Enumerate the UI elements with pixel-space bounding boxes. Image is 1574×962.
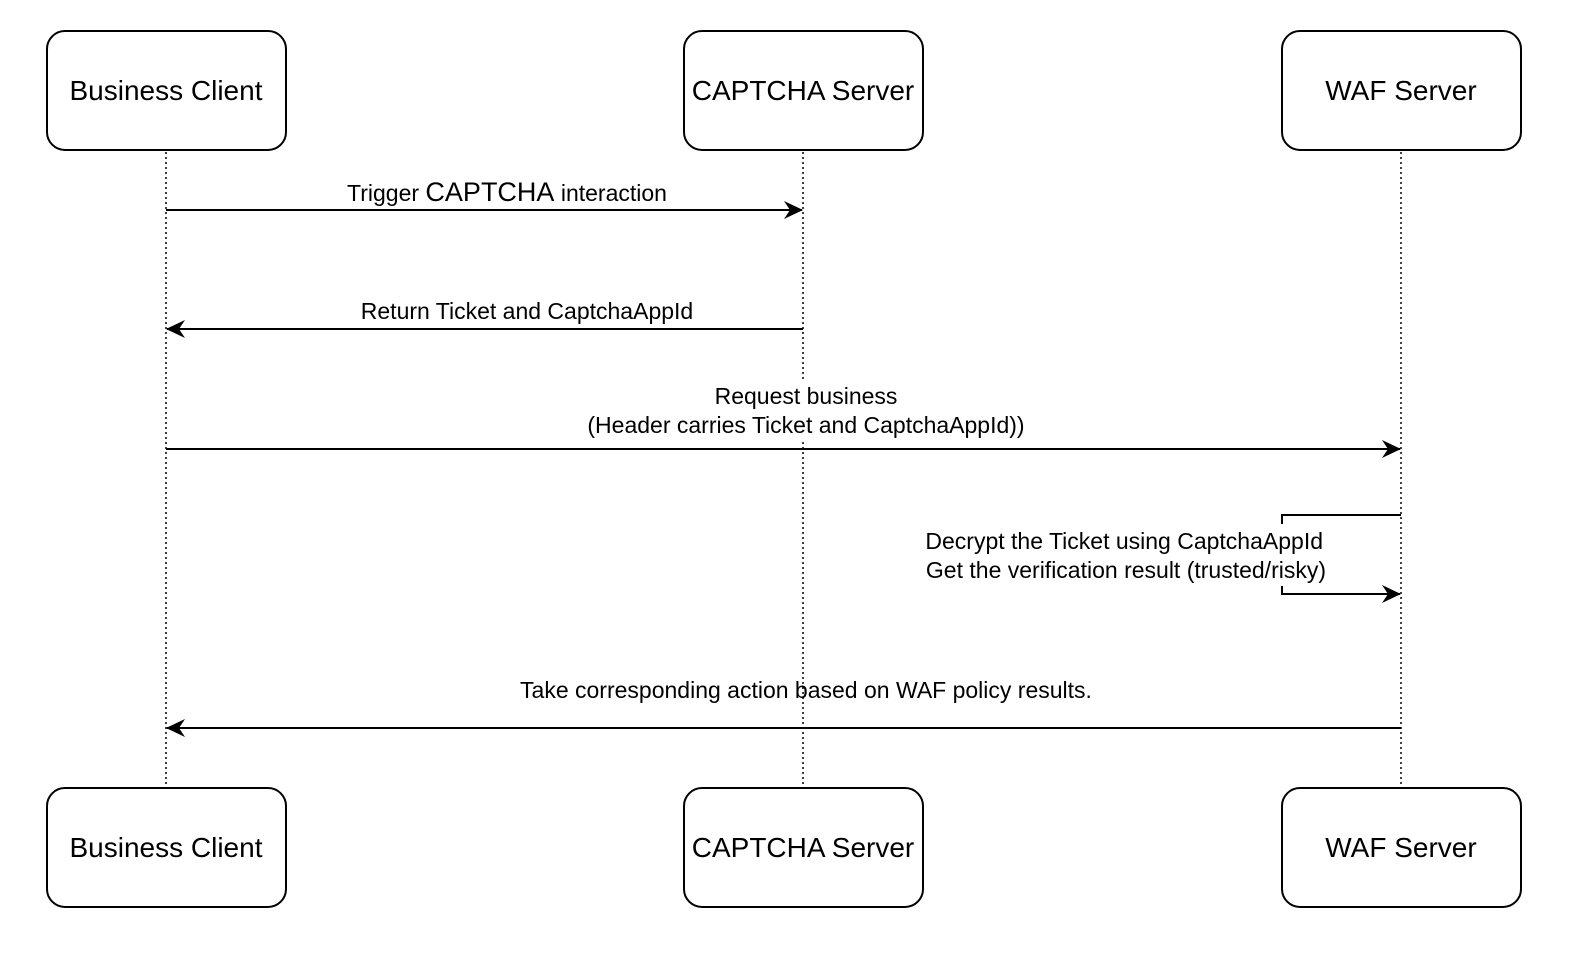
message-label-line-2: (Header carries Ticket and CaptchaAppId)… — [587, 412, 1024, 438]
label-part-emphasis: CAPTCHA — [425, 177, 554, 207]
actor-captcha-server-top: CAPTCHA Server — [683, 30, 924, 151]
actor-label: WAF Server — [1325, 75, 1476, 106]
actor-label: CAPTCHA Server — [692, 832, 915, 863]
message-trigger-captcha: Trigger CAPTCHA interaction — [166, 177, 803, 219]
message-take-action: Take corresponding action based on WAF p… — [166, 677, 1401, 737]
message-label-line-1: Decrypt the Ticket using CaptchaAppId — [925, 528, 1323, 554]
actor-captcha-server-bottom: CAPTCHA Server — [683, 787, 924, 908]
actor-waf-server-top: WAF Server — [1281, 30, 1522, 151]
actor-label: Business Client — [70, 832, 263, 863]
actor-label: CAPTCHA Server — [692, 75, 915, 106]
message-decrypt-ticket: Decrypt the Ticket using CaptchaAppId Ge… — [864, 514, 1401, 603]
message-request-business: Request business (Header carries Ticket … — [166, 380, 1401, 458]
label-part: interaction — [554, 180, 667, 206]
actor-label: Business Client — [70, 75, 263, 106]
message-label: Trigger CAPTCHA interaction — [347, 177, 667, 207]
label-part: Trigger — [347, 180, 425, 206]
actor-label: WAF Server — [1325, 832, 1476, 863]
message-label-line-1: Request business — [715, 383, 898, 409]
actor-business-client-top: Business Client — [46, 30, 287, 151]
message-label: Return Ticket and CaptchaAppId — [361, 298, 693, 324]
actor-waf-server-bottom: WAF Server — [1281, 787, 1522, 908]
message-label: Take corresponding action based on WAF p… — [520, 677, 1092, 703]
message-return-ticket: Return Ticket and CaptchaAppId — [166, 298, 803, 338]
message-label-line-2: Get the verification result (trusted/ris… — [926, 557, 1326, 583]
actor-business-client-bottom: Business Client — [46, 787, 287, 908]
